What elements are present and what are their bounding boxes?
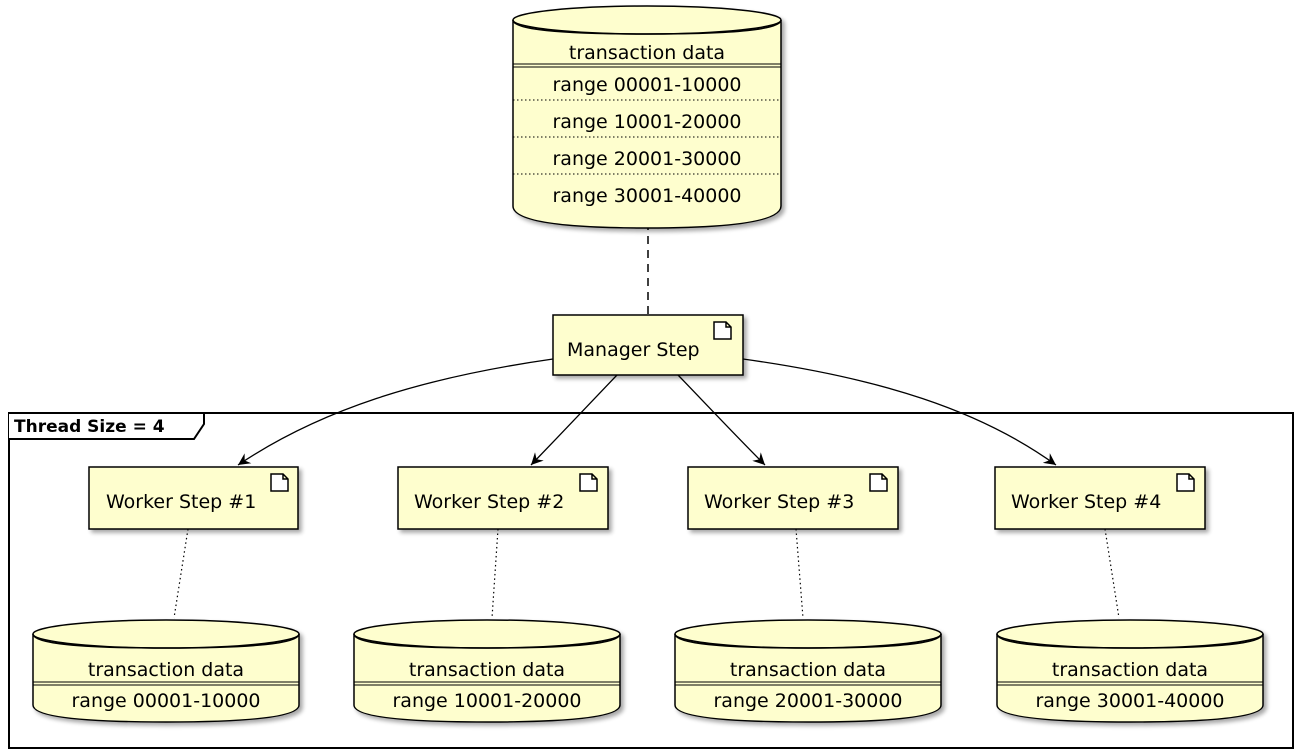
document-icon bbox=[1176, 473, 1195, 492]
main-db-title: transaction data bbox=[569, 42, 725, 64]
worker-db-range: range 00001-10000 bbox=[71, 690, 260, 712]
document-icon bbox=[579, 473, 598, 492]
worker-step-label: Worker Step #2 bbox=[414, 491, 564, 513]
document-icon bbox=[869, 473, 888, 492]
worker-2-db-link bbox=[491, 528, 499, 619]
worker-database-1: transaction data range 00001-10000 bbox=[32, 619, 300, 723]
worker-db-title: transaction data bbox=[1052, 659, 1208, 681]
worker-step-label: Worker Step #1 bbox=[106, 491, 256, 513]
worker-step-2: Worker Step #2 bbox=[397, 466, 609, 530]
worker-database-3: transaction data range 20001-30000 bbox=[674, 619, 942, 723]
worker-step-label: Worker Step #3 bbox=[704, 491, 854, 513]
worker-db-title: transaction data bbox=[88, 659, 244, 681]
arrow-to-worker-1 bbox=[237, 358, 554, 466]
worker-db-range: range 20001-30000 bbox=[713, 690, 902, 712]
frame-tab bbox=[9, 412, 205, 440]
manager-step: Manager Step bbox=[552, 314, 744, 376]
worker-step-1: Worker Step #1 bbox=[88, 466, 299, 530]
document-icon bbox=[270, 473, 289, 492]
worker-db-range: range 30001-40000 bbox=[1035, 690, 1224, 712]
main-db-range-1: range 00001-10000 bbox=[552, 74, 741, 96]
worker-database-4: transaction data range 30001-40000 bbox=[996, 619, 1264, 723]
main-db-range-3: range 20001-30000 bbox=[552, 148, 741, 170]
worker-db-title: transaction data bbox=[730, 659, 886, 681]
worker-step-label: Worker Step #4 bbox=[1011, 491, 1161, 513]
worker-1-db-link bbox=[173, 528, 189, 619]
worker-4-db-link bbox=[1104, 528, 1120, 619]
worker-3-db-link bbox=[795, 528, 804, 619]
worker-db-title: transaction data bbox=[409, 659, 565, 681]
frame-label: Thread Size = 4 bbox=[14, 417, 165, 437]
thread-frame: Thread Size = 4 bbox=[8, 412, 1294, 749]
worker-database-2: transaction data range 10001-20000 bbox=[353, 619, 621, 723]
main-db-range-2: range 10001-20000 bbox=[552, 111, 741, 133]
worker-db-range: range 10001-20000 bbox=[392, 690, 581, 712]
manager-step-label: Manager Step bbox=[567, 339, 700, 361]
arrow-to-worker-3 bbox=[677, 374, 766, 466]
main-db-range-4: range 30001-40000 bbox=[552, 185, 741, 207]
arrow-to-worker-2 bbox=[530, 374, 618, 466]
arrow-to-worker-4 bbox=[742, 358, 1057, 466]
document-icon bbox=[713, 321, 732, 340]
worker-step-3: Worker Step #3 bbox=[687, 466, 899, 530]
worker-step-4: Worker Step #4 bbox=[994, 466, 1206, 530]
